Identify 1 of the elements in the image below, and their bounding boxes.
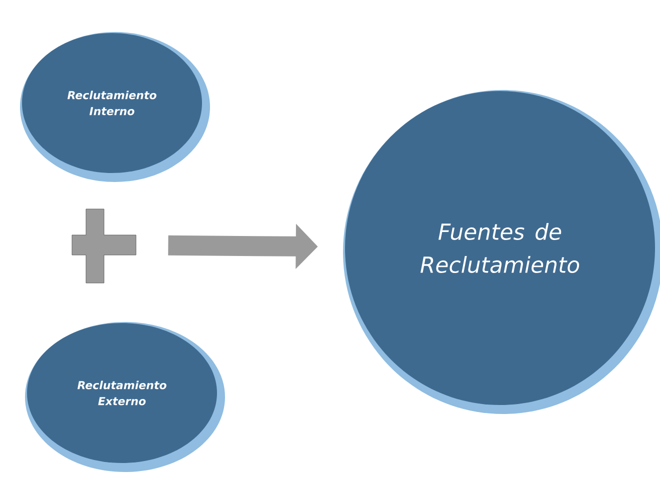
plus-sign <box>72 208 136 284</box>
